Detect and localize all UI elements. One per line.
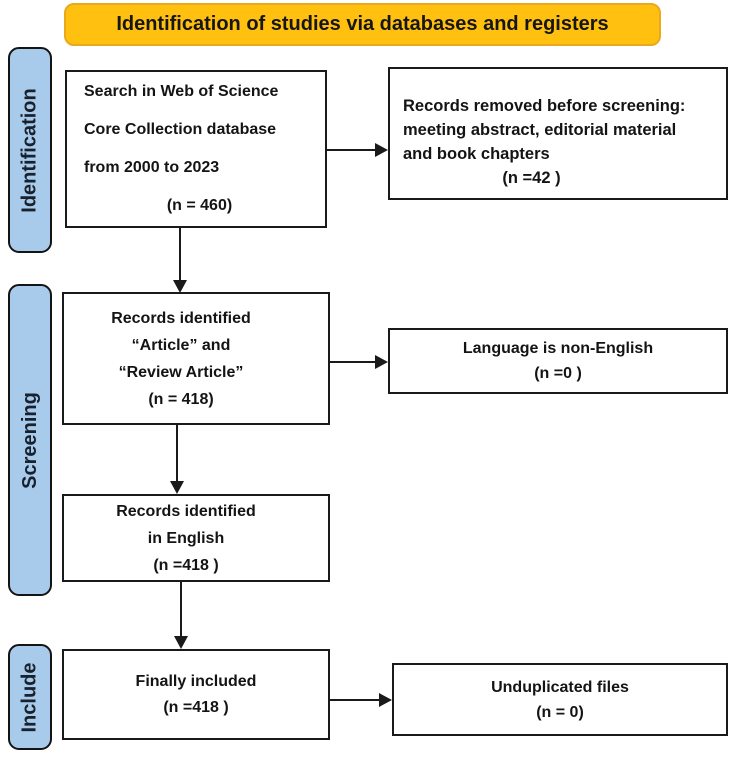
box-line: Records identified — [116, 502, 256, 520]
box-line: Records identified — [111, 309, 251, 327]
stage-screening-label: Screening — [18, 391, 41, 489]
stage-include-label: Include — [18, 661, 41, 733]
box-line: Search in Web of Science — [84, 83, 279, 100]
arrow-identified-to-language — [330, 355, 388, 369]
box-language-non-english: Language is non-English (n =0 ) — [388, 328, 728, 394]
stage-screening: Screening — [8, 284, 52, 596]
box-line: “Review Article” — [118, 363, 244, 381]
box-count: (n = 460) — [166, 197, 233, 214]
box-records-in-english: Records identified in English (n =418 ) — [62, 494, 330, 582]
box-line: Finally included — [135, 672, 257, 690]
box-count: (n =418 ) — [163, 698, 229, 716]
box-finally-included: Finally included (n =418 ) — [62, 649, 330, 740]
arrowhead-right-icon — [379, 693, 392, 707]
box-line: Core Collection database — [84, 121, 277, 138]
box-count: (n =42 ) — [502, 168, 561, 187]
arrow-included-to-unduplicated — [330, 693, 392, 707]
stage-identification-label: Identification — [18, 87, 41, 213]
arrow-identified-to-english — [170, 425, 184, 494]
title-banner: Identification of studies via databases … — [64, 3, 661, 46]
stage-include: Include — [8, 644, 52, 750]
box-line: and book chapters — [403, 144, 550, 163]
box-line: Language is non-English — [462, 340, 654, 357]
box-records-removed: Records removed before screening: meetin… — [388, 67, 728, 200]
box-line: Unduplicated files — [491, 678, 629, 696]
box-line: “Article” and — [131, 336, 231, 354]
box-line: from 2000 to 2023 — [84, 159, 220, 176]
arrowhead-right-icon — [375, 143, 388, 157]
arrow-search-to-removed — [327, 143, 388, 157]
box-count: (n =0 ) — [534, 365, 582, 382]
page-title: Identification of studies via databases … — [116, 13, 609, 35]
arrow-english-to-included — [174, 582, 188, 649]
box-line: meeting abstract, editorial material — [403, 120, 677, 139]
box-count: (n =418 ) — [153, 556, 219, 574]
box-line: in English — [147, 529, 225, 547]
arrowhead-down-icon — [174, 636, 188, 649]
arrowhead-right-icon — [375, 355, 388, 369]
arrow-search-to-identified — [173, 228, 187, 293]
box-search-database: Search in Web of Science Core Collection… — [65, 70, 327, 228]
box-records-identified-type: Records identified “Article” and “Review… — [62, 292, 330, 425]
arrowhead-down-icon — [173, 280, 187, 293]
box-count: (n = 0) — [536, 703, 584, 721]
box-line: Records removed before screening: — [403, 96, 686, 115]
box-unduplicated-files: Unduplicated files (n = 0) — [392, 663, 728, 736]
stage-identification: Identification — [8, 47, 52, 253]
arrowhead-down-icon — [170, 481, 184, 494]
box-count: (n = 418) — [148, 390, 214, 408]
